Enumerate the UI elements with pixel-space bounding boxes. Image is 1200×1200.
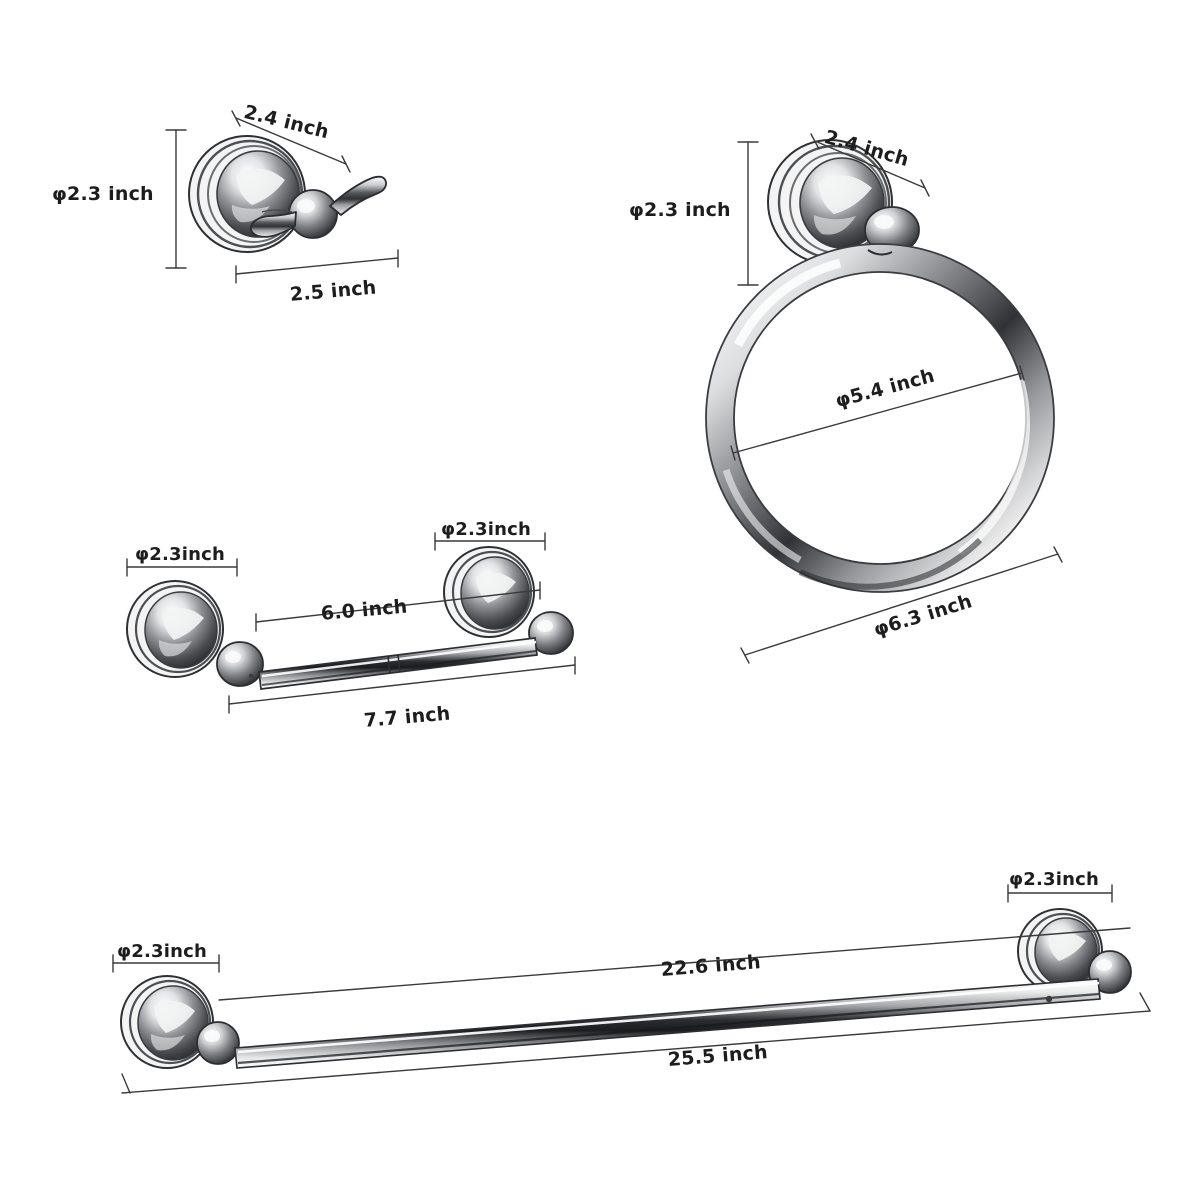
dimline-hook-height bbox=[165, 129, 187, 269]
dimline-bar-left-plate bbox=[112, 954, 220, 973]
dim-label-ring-plate-height: φ2.3 inch bbox=[629, 199, 731, 221]
dim-label-hook-height: φ2.3 inch bbox=[52, 183, 154, 205]
dimline-ring-inner-dia bbox=[730, 365, 1025, 461]
towel-bar-artwork bbox=[120, 673, 1132, 1069]
dimline-ring-plate-height bbox=[737, 141, 759, 286]
dimline-bar-total bbox=[121, 992, 1151, 1094]
dim-label-bar-left-plate: φ2.3inch bbox=[117, 941, 208, 962]
dimline-bar-usable bbox=[218, 927, 1131, 1001]
towel-ring-artwork bbox=[705, 139, 1055, 593]
dim-label-bar-right-plate: φ2.3inch bbox=[1009, 869, 1100, 890]
dim-label-tp-left-plate: φ2.3inch bbox=[135, 544, 226, 565]
dimline-hook-width bbox=[231, 110, 351, 173]
dimline-tp-total-width bbox=[228, 656, 576, 714]
toilet-paper-holder-artwork bbox=[126, 546, 574, 690]
robe-hook-artwork bbox=[188, 135, 387, 253]
dim-label-tp-right-plate: φ2.3inch bbox=[441, 519, 532, 540]
dimline-bar-right-plate bbox=[1007, 884, 1113, 903]
dimline-hook-depth bbox=[235, 249, 399, 284]
dimline-tp-left-plate bbox=[126, 558, 238, 577]
dimline-ring-outer-dia bbox=[740, 546, 1063, 664]
dimline-tp-bar-length bbox=[255, 581, 541, 632]
dimline-ring-plate-width bbox=[810, 133, 930, 197]
dimline-tp-right-plate bbox=[434, 532, 546, 551]
